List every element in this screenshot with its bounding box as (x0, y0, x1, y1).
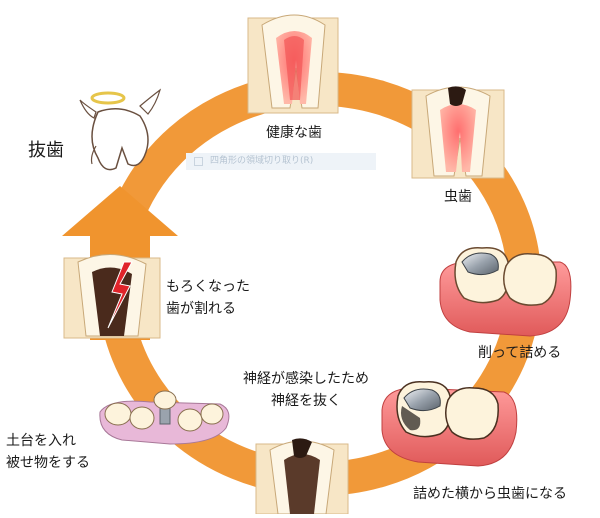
label-fracture-line2: 歯が割れる (166, 301, 236, 317)
crown-bridge-illustration (99, 390, 230, 445)
label-crown-line2: 被せ物をする (6, 455, 90, 471)
label-root-canal-line1: 神経が感染したため (243, 371, 369, 387)
healthy-tooth-illustration (247, 14, 339, 114)
label-crown-line1: 土台を入れ (6, 433, 76, 449)
label-root-canal: 神経が感染したため 神経を抜く (236, 368, 376, 412)
snip-menu-label: 四角形の領域切り取り(R) (210, 156, 314, 166)
label-filling: 削って詰める (478, 345, 562, 361)
label-extraction: 抜歯 (28, 140, 64, 161)
root-canal-tooth-illustration (255, 438, 349, 515)
fractured-tooth-illustration (63, 253, 161, 339)
label-cavity: 虫歯 (444, 189, 472, 205)
label-healthy-tooth: 健康な歯 (266, 125, 322, 141)
filled-teeth-illustration (439, 247, 572, 337)
label-fracture: もろくなった 歯が割れる (166, 276, 250, 320)
label-recurrent-decay: 詰めた横から虫歯になる (413, 486, 567, 502)
extracted-tooth-illustration (79, 88, 162, 171)
snip-menu-item[interactable]: 四角形の領域切り取り(R) (186, 153, 376, 170)
cavity-tooth-illustration (411, 86, 505, 179)
label-fracture-line1: もろくなった (166, 279, 250, 295)
recurrent-decay-illustration (381, 381, 518, 467)
label-crown: 土台を入れ 被せ物をする (6, 430, 90, 474)
crop-rectangle-icon (194, 157, 203, 166)
label-root-canal-line2: 神経を抜く (271, 393, 341, 409)
